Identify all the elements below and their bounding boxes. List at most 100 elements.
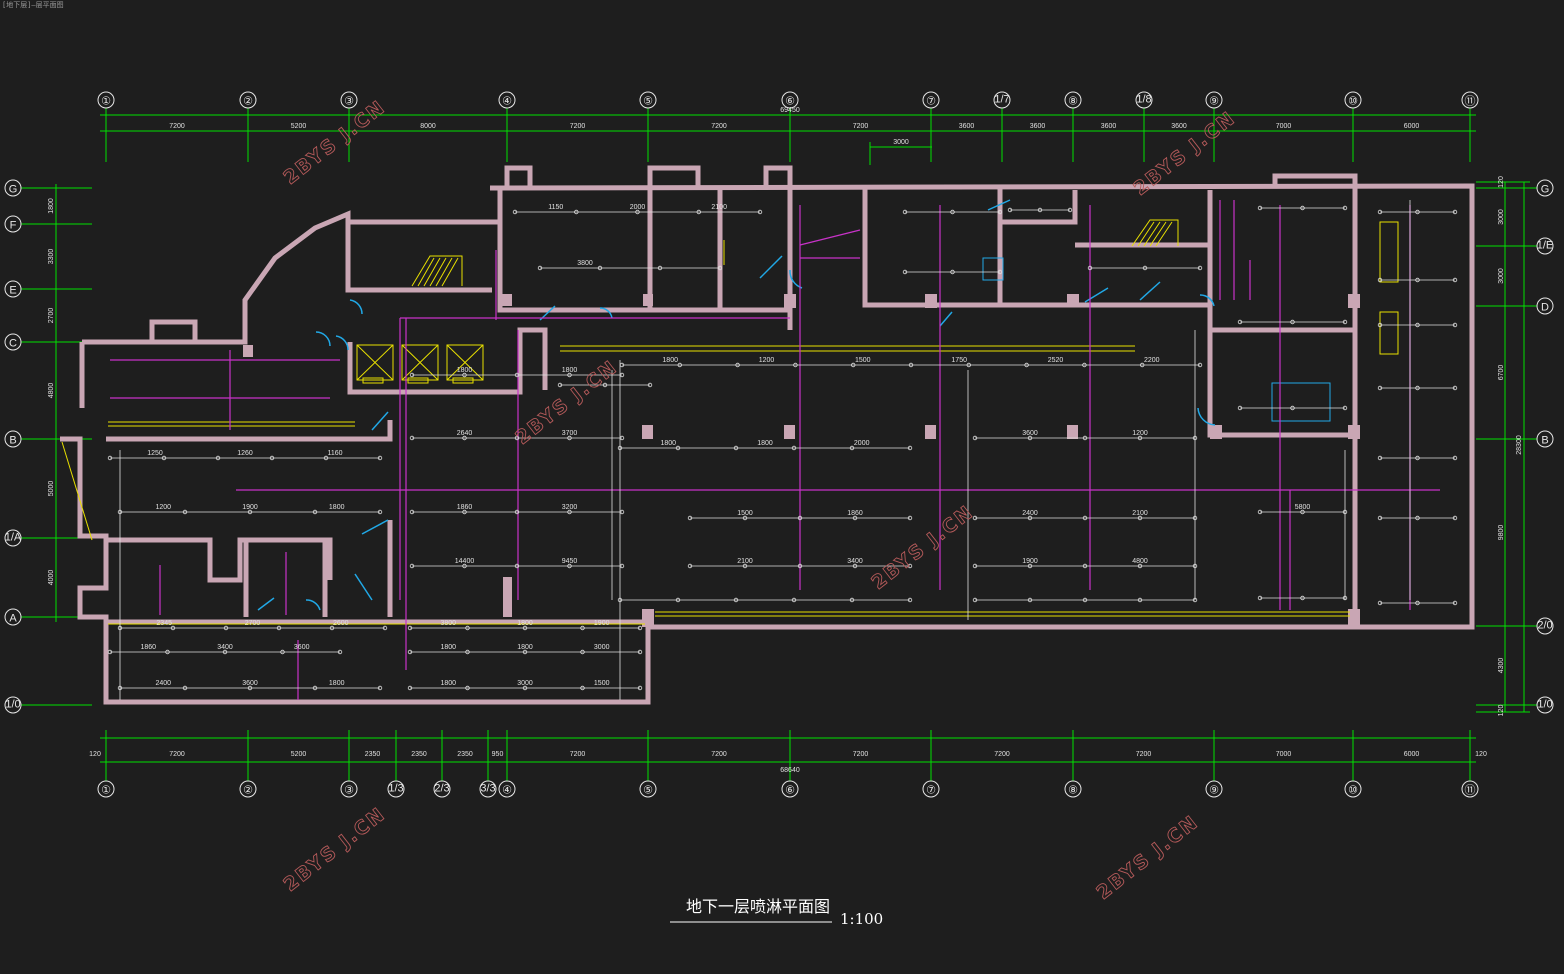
drawing-corner-label: [地下层]—层平面图	[2, 0, 64, 9]
room-dimension: 3800	[577, 260, 593, 267]
axis-bubble-right: 1/E	[1536, 237, 1554, 255]
axis-bubble-bottom: ②	[239, 780, 257, 798]
dimension-label: 6000	[1404, 751, 1420, 758]
room-dimension: 2640	[457, 430, 473, 437]
axis-bubble-bottom: ⑤	[639, 780, 657, 798]
axis-bubble-right: G	[1536, 179, 1554, 197]
dimension-label: 3600	[1171, 123, 1187, 130]
axis-bubble-top: ⑦	[922, 91, 940, 109]
dimension-label: 3300	[48, 249, 55, 265]
dimension-label: 7000	[1276, 751, 1292, 758]
room-dimension: 3600	[294, 644, 310, 651]
dimension-label: 7200	[169, 123, 185, 130]
axis-label: ③	[344, 96, 354, 108]
axis-bubble-bottom: 3/3	[479, 780, 497, 798]
axis-label: D	[1541, 302, 1549, 314]
axis-label: 1/7	[994, 94, 1009, 106]
dimension-label: 7200	[570, 123, 586, 130]
dimension-label: 7200	[711, 751, 727, 758]
room-dimension: 1250	[147, 450, 163, 457]
drawing-scale: 1:100	[840, 910, 883, 928]
axis-label: 1/A	[5, 532, 22, 544]
dimension-label: 7200	[711, 123, 727, 130]
sprinkler-heads	[107, 205, 1458, 691]
room-dimension: 2000	[630, 204, 646, 211]
axis-bubble-top: ⑪	[1461, 91, 1479, 109]
dimension-label: 1800	[48, 198, 55, 214]
dimension-label: 7200	[1136, 751, 1152, 758]
axis-bubble-top: ⑩	[1344, 91, 1362, 109]
axis-label: 2/3	[434, 783, 449, 795]
room-dimension: 2100	[711, 204, 727, 211]
axis-bubble-top: ④	[498, 91, 516, 109]
room-dimension: 3000	[594, 644, 610, 651]
dimension-label: 2350	[365, 751, 381, 758]
axis-bubble-left: A	[4, 608, 22, 626]
room-dimension: 1800	[661, 440, 677, 447]
room-dimension: 2100	[1132, 510, 1148, 517]
axis-bubble-bottom: ①	[97, 780, 115, 798]
building-walls	[60, 165, 1475, 705]
room-dimension: 1900	[594, 620, 610, 627]
sprinkler-branch-lines	[110, 200, 1455, 700]
axis-label: 1/0	[1537, 699, 1552, 711]
watermark: 2BYS J.CN	[280, 803, 390, 896]
dimension-label: 7200	[570, 751, 586, 758]
dimension-label: 2350	[411, 751, 427, 758]
dimension-label: 7200	[994, 751, 1010, 758]
axis-bubble-top: ①	[97, 91, 115, 109]
dimension-label: 6700	[1498, 365, 1505, 381]
axis-label: ⑪	[1465, 784, 1476, 797]
dimension-label: 2350	[457, 751, 473, 758]
axis-bubble-bottom: ⑨	[1205, 780, 1223, 798]
room-dimension: 2520	[1048, 357, 1064, 364]
dimension-label: 5200	[291, 751, 307, 758]
axis-label: 1/8	[1136, 94, 1151, 106]
room-dimension: 1800	[329, 680, 345, 687]
axis-label: ①	[101, 785, 111, 797]
axis-label: A	[9, 613, 17, 625]
room-dimension: 2100	[737, 558, 753, 565]
axis-bubble-bottom: ⑧	[1064, 780, 1082, 798]
axis-bubble-bottom: ⑥	[781, 780, 799, 798]
room-dimension: 2400	[156, 680, 172, 687]
dimension-label: 120	[1498, 705, 1505, 717]
room-dimension: 2600	[333, 620, 349, 627]
dimension-label: 5200	[291, 123, 307, 130]
sprinkler-pipe-network	[110, 200, 1440, 700]
dimension-label: 7200	[853, 123, 869, 130]
room-dimension: 2700	[245, 620, 261, 627]
watermark-layer: 2BYS J.CN 2BYS J.CN 2BYS J.CN 2BYS J.CN …	[279, 96, 1240, 905]
room-dimension: 3400	[217, 644, 233, 651]
room-dimension: 1750	[951, 357, 967, 364]
dimension-label: 3600	[1101, 123, 1117, 130]
axis-bubble-top: ⑨	[1205, 91, 1223, 109]
axis-label: ②	[243, 96, 253, 108]
room-dimension: 1900	[1022, 558, 1038, 565]
axis-bubble-top: ③	[340, 91, 358, 109]
room-dimension: 4800	[1132, 558, 1148, 565]
room-dimension: 1500	[855, 357, 871, 364]
dimension-label: 120	[1475, 751, 1487, 758]
room-dimension: 2000	[854, 440, 870, 447]
room-dimension: 2345	[156, 620, 172, 627]
room-dimension: 1800	[457, 367, 473, 374]
axis-bubble-bottom: ③	[340, 780, 358, 798]
axis-label: B	[1541, 435, 1548, 447]
axis-label: ⑧	[1068, 785, 1078, 797]
dimension-label: 7200	[853, 751, 869, 758]
axis-label: ⑦	[926, 96, 936, 108]
room-dimension: 1800	[441, 644, 457, 651]
room-dimension: 1200	[156, 504, 172, 511]
watermark: 2BYS J.CN	[1093, 811, 1203, 904]
stairs-and-equipment	[61, 219, 1399, 625]
axis-label: ③	[344, 785, 354, 797]
axis-label: ⑨	[1209, 785, 1219, 797]
axis-bubble-top: 1/7	[993, 91, 1011, 109]
dimension-label: 7000	[1276, 123, 1292, 130]
room-dimension: 1860	[847, 510, 863, 517]
axis-bubble-top: ②	[239, 91, 257, 109]
